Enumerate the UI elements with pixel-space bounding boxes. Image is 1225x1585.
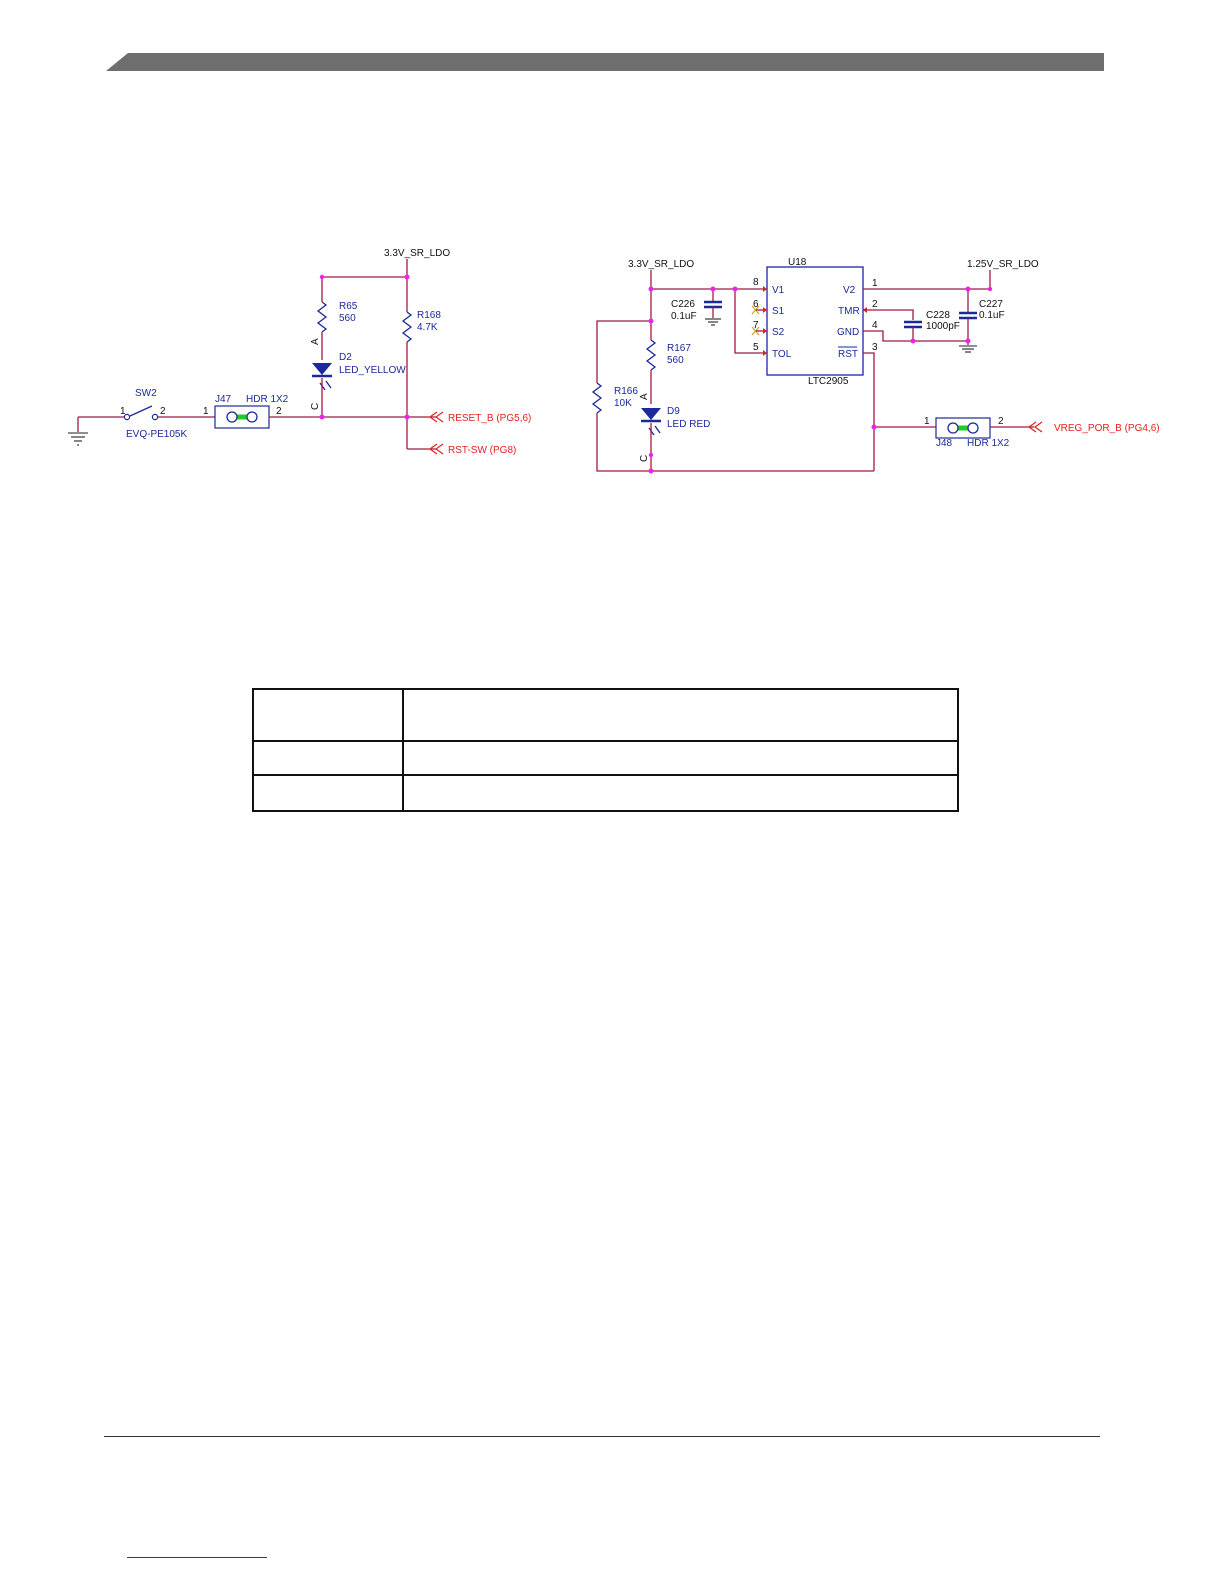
u18-ref: U18 [788,257,807,268]
j48-ref: J48 [936,438,953,449]
u18-pin7-num: 7 [753,320,759,331]
u18-pin8-num: 8 [753,277,759,288]
u18-pin-v1: V1 [772,285,785,296]
u18-chip [766,266,864,376]
c227-ref: C227 [979,299,1003,310]
r167-value: 560 [667,355,684,366]
table-row [252,774,959,812]
j47-part: HDR 1X2 [246,394,289,405]
j48-part: HDR 1X2 [967,438,1010,449]
left-circuit: 3.3V_SR_LDO R65 560 A D2 LED_YELLOW C R1… [68,248,531,456]
j48-header [935,417,991,439]
u18-pin-tmr: TMR [838,306,860,317]
r166-value: 10K [614,398,632,409]
table-row [252,688,959,742]
c226-value: 0.1uF [671,311,697,322]
offpage-rst-sw: RST-SW (PG8) [448,445,516,456]
u18-pin1-num: 1 [872,278,878,289]
sw2-part: EVQ-PE105K [126,429,187,440]
footer-divider [104,1436,1100,1437]
d2-led [312,363,332,375]
u18-pin-gnd: GND [837,327,859,338]
u18-pin-s2: S2 [772,327,785,338]
table-row [252,740,959,776]
header-bar [106,53,1104,71]
j47-pin2: 2 [276,406,282,417]
d2-anode-label: A [310,338,321,345]
right-circuit: 3.3V_SR_LDO C226 0.1uF R167 560 A D9 LED… [591,257,1160,474]
r167-ref: R167 [667,343,691,354]
d9-led [641,408,661,420]
footer-link-underline[interactable] [127,1557,267,1558]
sw2-contact-2 [151,413,159,421]
u18-pin-tol: TOL [772,349,792,360]
sw2-contact-1 [123,413,131,421]
r168-resistor [401,311,413,343]
u18-pin-rst: RST [838,349,858,360]
u18-pin-v2: V2 [843,285,856,296]
c226-ref: C226 [671,299,695,310]
r168-ref: R168 [417,310,441,321]
u18-pin3-num: 3 [872,342,878,353]
d2-value: LED_YELLOW [339,365,406,376]
offpage-reset-b: RESET_B (PG5,6) [448,413,531,424]
d2-cathode-label: C [310,403,321,410]
u18-pin5-num: 5 [753,342,759,353]
sw2-pin2: 2 [160,406,166,417]
j47-pin1: 1 [203,406,209,417]
u18-pin2-num: 2 [872,299,878,310]
r166-resistor [591,382,603,414]
info-table [252,688,959,812]
r65-value: 560 [339,313,356,324]
supply-label-3v3-left: 3.3V_SR_LDO [384,248,450,259]
j47-ref: J47 [215,394,232,405]
u18-pin6-num: 6 [753,299,759,310]
j48-pin1: 1 [924,416,930,427]
c228-value: 1000pF [926,321,960,332]
d2-ref: D2 [339,352,352,363]
r167-resistor [645,339,657,371]
sw2-ref: SW2 [135,388,157,399]
r65-ref: R65 [339,301,358,312]
supply-label-3v3-right: 3.3V_SR_LDO [628,259,694,270]
j48-pin2: 2 [998,416,1004,427]
d9-value: LED RED [667,419,710,430]
offpage-vreg-por-b: VREG_POR_B (PG4,6) [1054,423,1160,434]
d9-ref: D9 [667,406,680,417]
r168-value: 4.7K [417,322,438,333]
r65-resistor [316,301,328,333]
c228-ref: C228 [926,310,950,321]
u18-part: LTC2905 [808,376,849,387]
u18-pin-s1: S1 [772,306,785,317]
sw2-switch [129,405,153,417]
d9-cathode-label: C [639,455,650,462]
u18-pin4-num: 4 [872,320,878,331]
sw2-pin1: 1 [120,406,126,417]
c227-value: 0.1uF [979,310,1005,321]
supply-label-1v25: 1.25V_SR_LDO [967,259,1039,270]
r166-ref: R166 [614,386,638,397]
d9-anode-label: A [639,393,650,400]
